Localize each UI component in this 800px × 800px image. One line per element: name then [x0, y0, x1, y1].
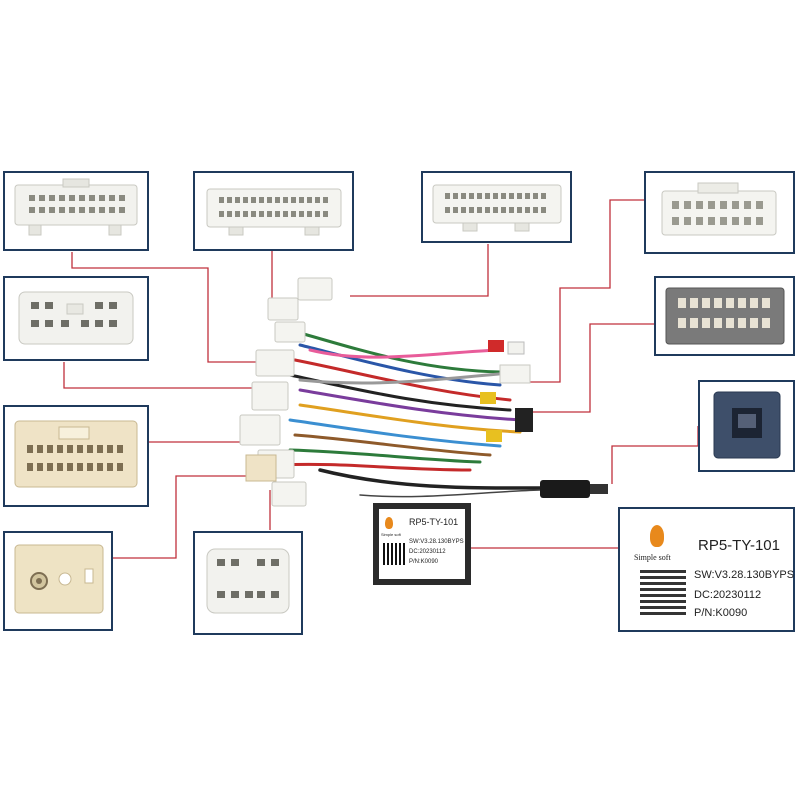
dc-text: DC:20230112	[694, 589, 762, 601]
leader-line	[112, 475, 260, 559]
module-label-small: Simple soft RP5-TY-101 SW:V3.28.130BYPS …	[373, 503, 471, 585]
dc-text-small: DC:20230112	[409, 549, 446, 555]
white-connector-10pin	[206, 548, 290, 614]
white-connector-28pin-b	[432, 184, 562, 232]
harness-connector-cream	[245, 454, 277, 482]
leader-line	[63, 362, 255, 389]
leader-line	[510, 199, 644, 383]
rca-plug-yellow	[480, 392, 496, 404]
rca-plug-red	[488, 340, 504, 352]
connector-box-bottom-left	[3, 531, 113, 631]
qr-code	[640, 569, 686, 615]
coax-connector	[14, 544, 104, 614]
connector-box-right-gray	[654, 276, 795, 356]
rca-plug-white	[507, 341, 525, 355]
harness-connector	[239, 414, 281, 446]
white-connector-28pin	[206, 188, 342, 236]
harness-connector	[271, 481, 307, 507]
harness-connector	[274, 321, 306, 343]
harness-connector-black	[515, 408, 533, 432]
leader-line	[71, 252, 262, 363]
model-text: RP5-TY-101	[698, 537, 780, 554]
pn-text-small: P/N:K0090	[409, 559, 439, 565]
white-connector-12pin	[18, 291, 134, 345]
connector-box-left-upper	[3, 276, 149, 361]
flame-logo	[650, 525, 664, 547]
white-connector-20pin	[14, 178, 138, 236]
leader-line	[350, 244, 489, 297]
qr-code-small	[383, 543, 405, 565]
model-text-small: RP5-TY-101	[409, 517, 459, 527]
sw-text-small: SW:V3.28.130BYPS	[409, 539, 464, 545]
harness-connector	[251, 381, 289, 411]
harness-connector	[255, 349, 295, 377]
connector-box-bottom-center	[193, 531, 303, 635]
leader-line	[520, 323, 654, 413]
brand-text-small: Simple soft	[381, 532, 401, 537]
sw-text: SW:V3.28.130BYPS	[694, 569, 795, 581]
harness-connector	[297, 277, 333, 301]
navy-usb-connector	[713, 391, 781, 459]
usb-plug-tip	[590, 484, 608, 494]
connector-box-top-right	[644, 171, 795, 254]
harness-connector-white-right	[499, 364, 531, 384]
harness-connector	[267, 297, 299, 321]
module-label-large: Simple soft RP5-TY-101 SW:V3.28.130BYPS …	[618, 507, 795, 632]
connector-box-right-navy	[698, 380, 795, 472]
brand-text: Simple soft	[634, 553, 671, 562]
connector-box-left-middle	[3, 405, 149, 507]
gray-connector-16pin	[665, 287, 785, 345]
cream-connector-24pin	[14, 420, 138, 488]
pn-text: P/N:K0090	[694, 607, 748, 619]
connector-box-top-right-center	[421, 171, 572, 243]
usb-plug-black	[540, 480, 590, 498]
rca-plug-yellow	[486, 430, 502, 442]
connector-box-top-left	[3, 171, 149, 251]
connector-box-top-center	[193, 171, 354, 251]
flame-logo-small	[385, 517, 393, 529]
white-connector-16pin	[661, 182, 777, 236]
